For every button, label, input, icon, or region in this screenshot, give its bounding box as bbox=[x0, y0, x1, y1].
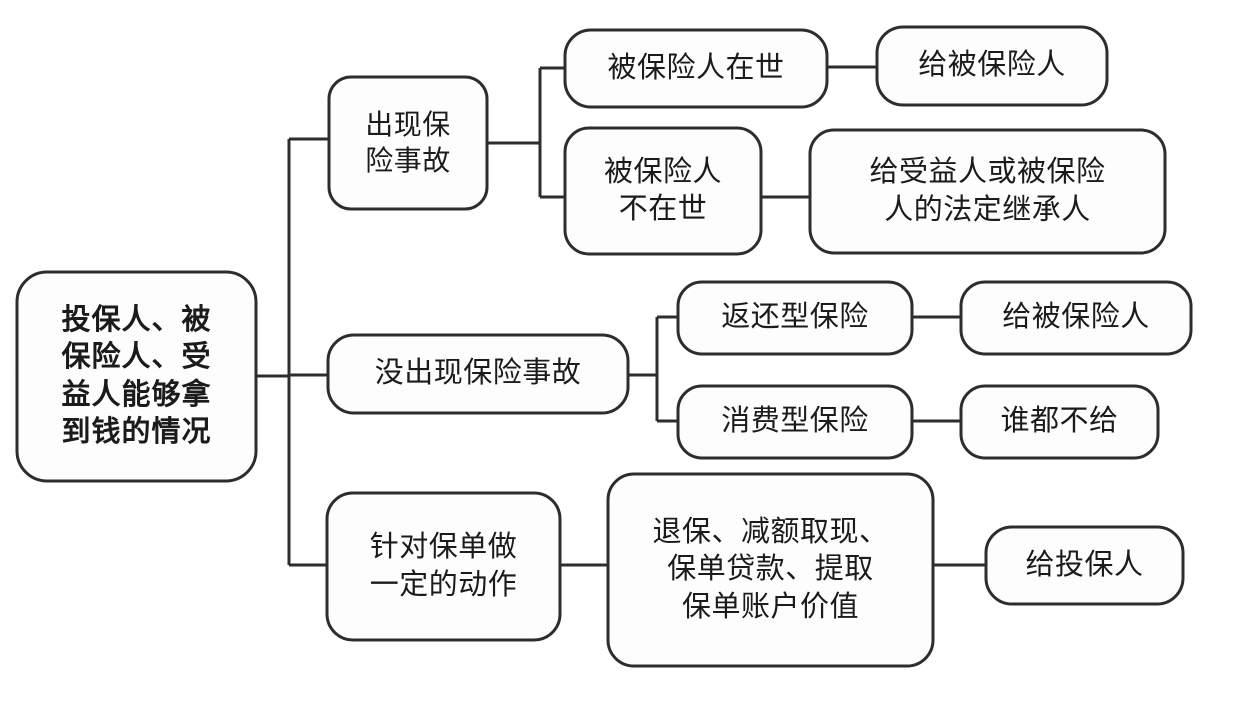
node-box-root[interactable] bbox=[15, 270, 258, 483]
node-box-b1[interactable] bbox=[327, 75, 489, 211]
node-box-b2c1[interactable] bbox=[676, 280, 914, 356]
node-box-b1c1[interactable] bbox=[563, 28, 829, 109]
node-box-b3c1r[interactable] bbox=[984, 525, 1185, 606]
node-box-group bbox=[15, 25, 1193, 668]
node-box-b2c2r[interactable] bbox=[959, 384, 1160, 460]
node-box-b2c2[interactable] bbox=[676, 384, 914, 460]
node-box-b1c2[interactable] bbox=[563, 126, 763, 256]
node-box-b1c2r[interactable] bbox=[808, 128, 1167, 255]
node-box-b3c1[interactable] bbox=[606, 472, 935, 668]
node-box-b2[interactable] bbox=[326, 333, 630, 415]
node-box-b3[interactable] bbox=[325, 491, 562, 642]
node-box-b1c1r[interactable] bbox=[875, 25, 1109, 107]
connector-group bbox=[256, 65, 986, 567]
node-box-b2c1r[interactable] bbox=[959, 280, 1193, 356]
